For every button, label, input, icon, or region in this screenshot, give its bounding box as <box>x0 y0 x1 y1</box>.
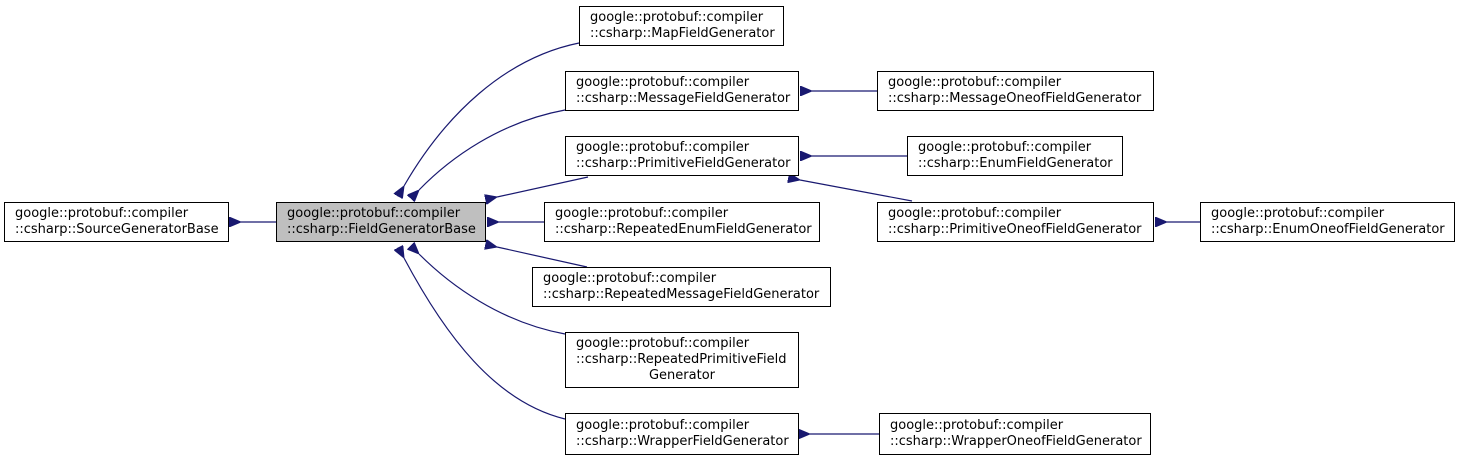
node-field-generator-base: google::protobuf::compiler ::csharp::Fie… <box>276 202 486 242</box>
node-primitive-oneof-field-generator-line-1: google::protobuf::compiler <box>888 206 1062 221</box>
node-message-oneof-field-generator[interactable]: google::protobuf::compiler ::csharp::Mes… <box>877 71 1154 111</box>
edge-messagefieldgenerator-to-fieldgeneratorbase <box>419 109 566 190</box>
node-repeated-primitive-field-generator-line-2: ::csharp::RepeatedPrimitiveField <box>576 352 787 367</box>
node-message-field-generator[interactable]: google::protobuf::compiler ::csharp::Mes… <box>565 71 799 111</box>
node-primitive-oneof-field-generator-line-2: ::csharp::PrimitiveOneofFieldGenerator <box>888 222 1142 237</box>
node-repeated-enum-field-generator[interactable]: google::protobuf::compiler ::csharp::Rep… <box>544 202 820 242</box>
node-map-field-generator-line-2: ::csharp::MapFieldGenerator <box>590 26 775 41</box>
node-wrapper-oneof-field-generator-line-2: ::csharp::WrapperOneofFieldGenerator <box>890 434 1142 449</box>
node-field-generator-base-line-1: google::protobuf::compiler <box>287 206 461 221</box>
edge-wrapperfieldgenerator-to-fieldgeneratorbase <box>404 258 566 420</box>
node-repeated-message-field-generator-line-2: ::csharp::RepeatedMessageFieldGenerator <box>543 287 820 302</box>
node-repeated-primitive-field-generator-line-1: google::protobuf::compiler <box>576 336 750 351</box>
node-wrapper-field-generator[interactable]: google::protobuf::compiler ::csharp::Wra… <box>565 413 799 455</box>
edge-mapfieldgenerator-to-fieldgeneratorbase <box>404 42 580 186</box>
node-enum-field-generator[interactable]: google::protobuf::compiler ::csharp::Enu… <box>907 136 1123 176</box>
node-repeated-message-field-generator[interactable]: google::protobuf::compiler ::csharp::Rep… <box>532 267 831 307</box>
edge-primitivefieldgenerator-to-fieldgeneratorbase <box>497 176 589 197</box>
node-source-generator-base[interactable]: google::protobuf::compiler ::csharp::Sou… <box>4 202 229 242</box>
node-message-oneof-field-generator-line-2: ::csharp::MessageOneofFieldGenerator <box>888 91 1142 106</box>
node-primitive-field-generator-line-1: google::protobuf::compiler <box>576 140 750 155</box>
node-enum-field-generator-line-2: ::csharp::EnumFieldGenerator <box>918 156 1113 171</box>
node-wrapper-oneof-field-generator[interactable]: google::protobuf::compiler ::csharp::Wra… <box>879 413 1151 455</box>
node-repeated-primitive-field-generator-line-3: Generator <box>648 368 715 383</box>
node-message-oneof-field-generator-line-1: google::protobuf::compiler <box>888 75 1062 90</box>
edge-repeatedprimitivefieldgenerator-to-fieldgeneratorbase <box>419 254 566 335</box>
node-source-generator-base-line-1: google::protobuf::compiler <box>15 206 189 221</box>
node-enum-oneof-field-generator[interactable]: google::protobuf::compiler ::csharp::Enu… <box>1200 202 1455 242</box>
edge-repeatedmessagefieldgenerator-to-fieldgeneratorbase <box>497 247 588 268</box>
node-map-field-generator-line-1: google::protobuf::compiler <box>590 10 764 25</box>
node-primitive-field-generator-line-2: ::csharp::PrimitiveFieldGenerator <box>576 156 791 171</box>
node-repeated-primitive-field-generator[interactable]: google::protobuf::compiler ::csharp::Rep… <box>565 332 799 388</box>
node-map-field-generator[interactable]: google::protobuf::compiler ::csharp::Map… <box>579 6 784 46</box>
node-repeated-message-field-generator-line-1: google::protobuf::compiler <box>543 271 717 286</box>
node-enum-oneof-field-generator-line-2: ::csharp::EnumOneofFieldGenerator <box>1211 222 1445 237</box>
node-enum-oneof-field-generator-line-1: google::protobuf::compiler <box>1211 206 1385 221</box>
node-wrapper-field-generator-line-1: google::protobuf::compiler <box>576 418 750 433</box>
edge-primitiveoneoffieldgenerator-to-primitivefieldgenerator <box>800 180 913 202</box>
node-message-field-generator-line-2: ::csharp::MessageFieldGenerator <box>576 91 791 106</box>
node-wrapper-field-generator-line-2: ::csharp::WrapperFieldGenerator <box>576 434 789 449</box>
node-repeated-enum-field-generator-line-2: ::csharp::RepeatedEnumFieldGenerator <box>555 222 812 237</box>
node-message-field-generator-line-1: google::protobuf::compiler <box>576 75 750 90</box>
node-primitive-oneof-field-generator[interactable]: google::protobuf::compiler ::csharp::Pri… <box>877 202 1154 242</box>
node-enum-field-generator-line-1: google::protobuf::compiler <box>918 140 1092 155</box>
node-primitive-field-generator[interactable]: google::protobuf::compiler ::csharp::Pri… <box>565 136 799 176</box>
node-field-generator-base-line-2: ::csharp::FieldGeneratorBase <box>287 222 476 237</box>
node-repeated-enum-field-generator-line-1: google::protobuf::compiler <box>555 206 729 221</box>
node-wrapper-oneof-field-generator-line-1: google::protobuf::compiler <box>890 418 1064 433</box>
node-source-generator-base-line-2: ::csharp::SourceGeneratorBase <box>15 222 219 237</box>
